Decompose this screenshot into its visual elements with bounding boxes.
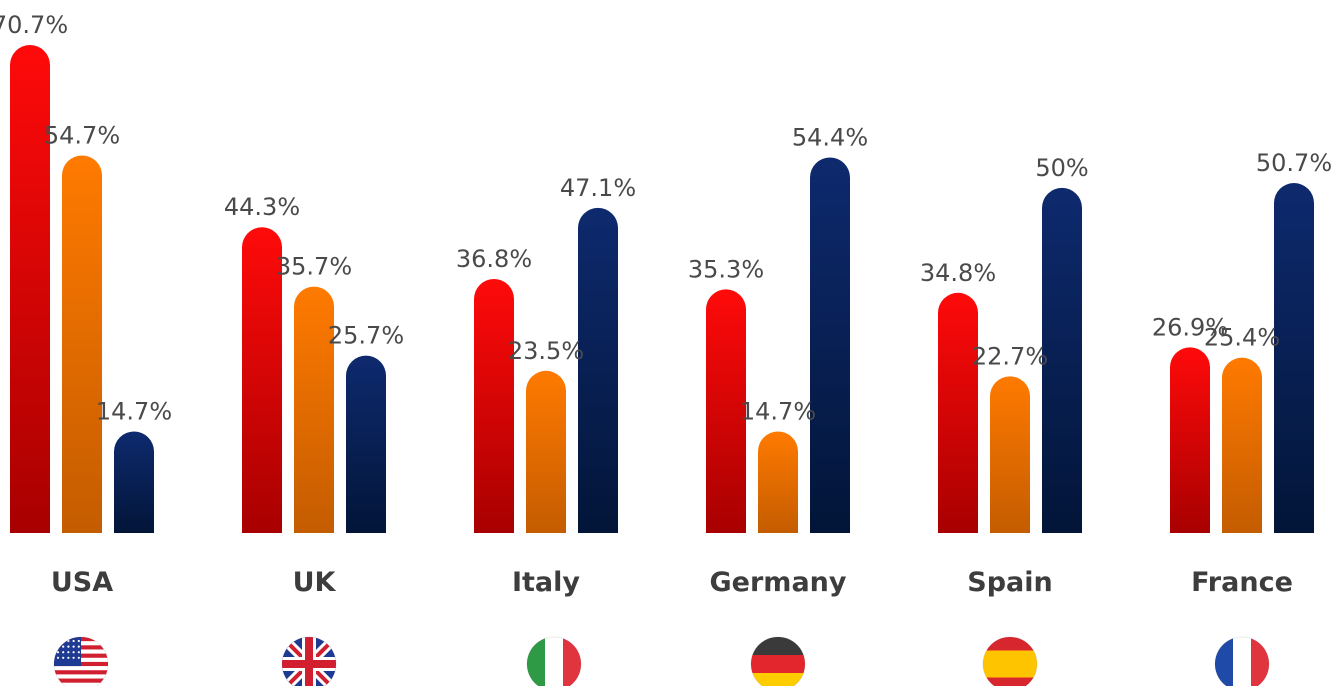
value-label-germany-red: 35.3% — [688, 255, 764, 283]
bar-uk-red — [242, 227, 282, 533]
bar-spain-navy — [1042, 187, 1082, 534]
bar-spain-red — [938, 292, 978, 533]
value-label-france-orange: 25.4% — [1204, 324, 1280, 352]
value-label-italy-navy: 47.1% — [560, 174, 636, 202]
bar-uk-orange — [294, 286, 334, 533]
category-label-spain: Spain — [967, 567, 1052, 598]
bar-usa-navy — [114, 431, 154, 533]
france-flag-icon — [1214, 636, 1270, 686]
value-label-italy-red: 36.8% — [456, 245, 532, 273]
bar-italy-navy — [578, 207, 618, 534]
value-label-spain-orange: 22.7% — [972, 342, 1048, 370]
spain-flag-icon — [982, 636, 1038, 686]
category-label-uk: UK — [293, 567, 337, 598]
bar-italy-orange — [526, 370, 566, 533]
bar-usa-red — [10, 45, 50, 533]
value-label-uk-navy: 25.7% — [328, 322, 404, 350]
bars-layer — [10, 45, 1314, 534]
value-label-uk-orange: 35.7% — [276, 253, 352, 281]
italy-flag-icon — [526, 636, 582, 686]
value-label-france-navy: 50.7% — [1256, 149, 1332, 177]
value-label-france-red: 26.9% — [1152, 313, 1228, 341]
bar-france-orange — [1222, 357, 1262, 533]
value-label-usa-red: 70.7% — [0, 11, 68, 39]
bar-uk-navy — [346, 355, 386, 533]
value-label-uk-red: 44.3% — [224, 193, 300, 221]
usa-flag-icon — [53, 636, 109, 686]
value-label-usa-orange: 54.7% — [44, 121, 120, 149]
value-label-usa-navy: 14.7% — [96, 398, 172, 426]
category-label-usa: USA — [51, 567, 113, 598]
bar-usa-orange — [62, 155, 102, 533]
bar-france-red — [1170, 347, 1210, 533]
bar-spain-orange — [990, 376, 1030, 533]
value-label-germany-navy: 54.4% — [792, 124, 868, 152]
bar-italy-red — [474, 278, 514, 533]
category-label-france: France — [1191, 567, 1293, 598]
category-label-germany: Germany — [710, 567, 847, 598]
uk-flag-icon — [281, 636, 337, 686]
bar-germany-red — [706, 289, 746, 533]
value-label-germany-orange: 14.7% — [740, 398, 816, 426]
category-label-italy: Italy — [512, 567, 580, 598]
value-label-spain-navy: 50% — [1035, 154, 1088, 182]
value-label-spain-red: 34.8% — [920, 259, 996, 287]
flags-layer — [53, 636, 1270, 686]
value-label-italy-orange: 23.5% — [508, 337, 584, 365]
bar-france-navy — [1274, 183, 1314, 533]
category-labels-layer: USA UK Italy Germany Spain France — [51, 567, 1293, 598]
bar-germany-orange — [758, 431, 798, 533]
bar-germany-navy — [810, 157, 850, 533]
germany-flag-icon — [750, 636, 806, 686]
value-labels-layer: 70.7% 54.7% 14.7% 44.3% 35.7% 25.7% 36.8% 23.5%… — [0, 11, 1332, 426]
